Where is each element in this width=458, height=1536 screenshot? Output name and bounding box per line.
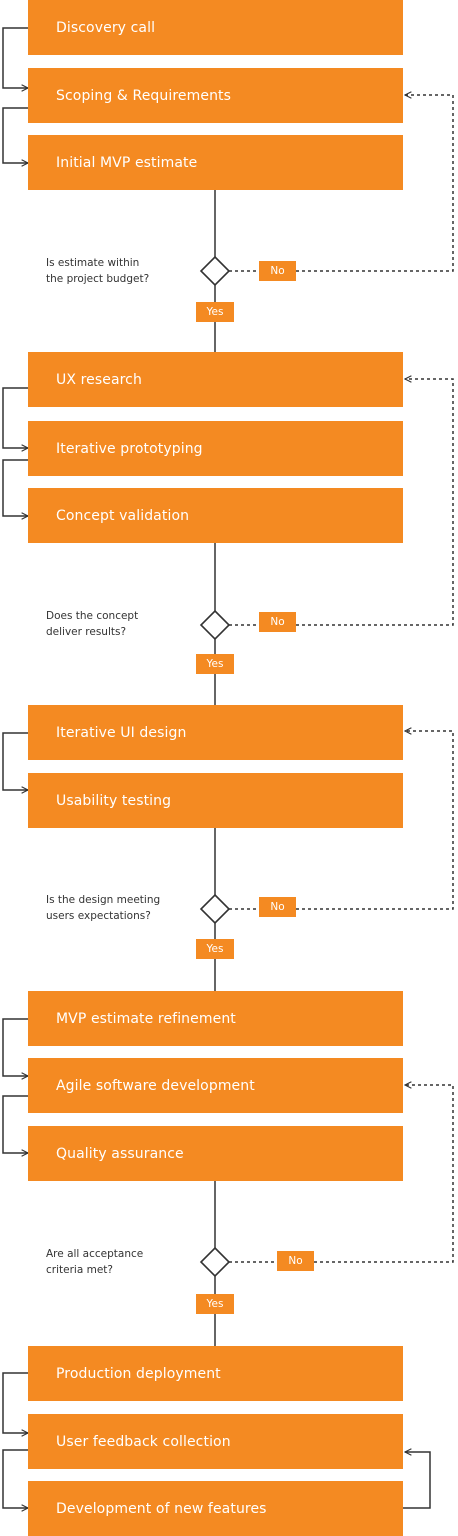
flow-arrow (2, 1372, 28, 1433)
flow-arrow (2, 1095, 28, 1153)
flow-arrow (2, 1449, 28, 1508)
step-development-of-new-features: Development of new features (28, 1481, 403, 1536)
step-usability-testing: Usability testing (28, 773, 403, 828)
no-label: No (277, 1251, 314, 1271)
no-loop-arrow (229, 1085, 454, 1263)
step-scoping-requirements: Scoping & Requirements (28, 68, 403, 123)
step-iterative-prototyping: Iterative prototyping (28, 421, 403, 476)
decision-diamond (199, 893, 231, 925)
yes-label: Yes (196, 302, 234, 322)
yes-label: Yes (196, 1294, 234, 1314)
decision-diamond (199, 609, 231, 641)
step-user-feedback-collection: User feedback collection (28, 1414, 403, 1469)
flow-arrow (2, 1018, 28, 1076)
step-production-deployment: Production deployment (28, 1346, 403, 1401)
no-label: No (259, 261, 296, 281)
decision-diamond (199, 1246, 231, 1278)
yes-label: Yes (196, 939, 234, 959)
no-label: No (259, 612, 296, 632)
decision-question: Does the concept deliver results? (46, 610, 139, 638)
step-ux-research: UX research (28, 352, 403, 407)
flow-arrow (2, 459, 28, 516)
no-loop-arrow (229, 731, 454, 910)
flow-arrow (2, 27, 28, 88)
no-loop-arrow (229, 95, 454, 272)
no-label: No (259, 897, 296, 917)
flow-arrow (2, 387, 28, 448)
decision-question: Is estimate within the project budget? (46, 257, 150, 285)
step-discovery-call: Discovery call (28, 0, 403, 55)
decision-question: Is the design meeting users expectations… (46, 894, 161, 922)
step-mvp-estimate-refinement: MVP estimate refinement (28, 991, 403, 1046)
decision-question: Are all acceptance criteria met? (46, 1248, 144, 1276)
flow-arrow (2, 732, 28, 790)
step-concept-validation: Concept validation (28, 488, 403, 543)
step-quality-assurance: Quality assurance (28, 1126, 403, 1181)
flow-arrow (2, 107, 28, 163)
no-loop-arrow (229, 379, 454, 626)
yes-label: Yes (196, 654, 234, 674)
step-iterative-ui-design: Iterative UI design (28, 705, 403, 760)
loop-arrow (403, 1452, 431, 1509)
step-agile-software-development: Agile software development (28, 1058, 403, 1113)
decision-diamond (199, 255, 231, 287)
step-initial-mvp-estimate: Initial MVP estimate (28, 135, 403, 190)
